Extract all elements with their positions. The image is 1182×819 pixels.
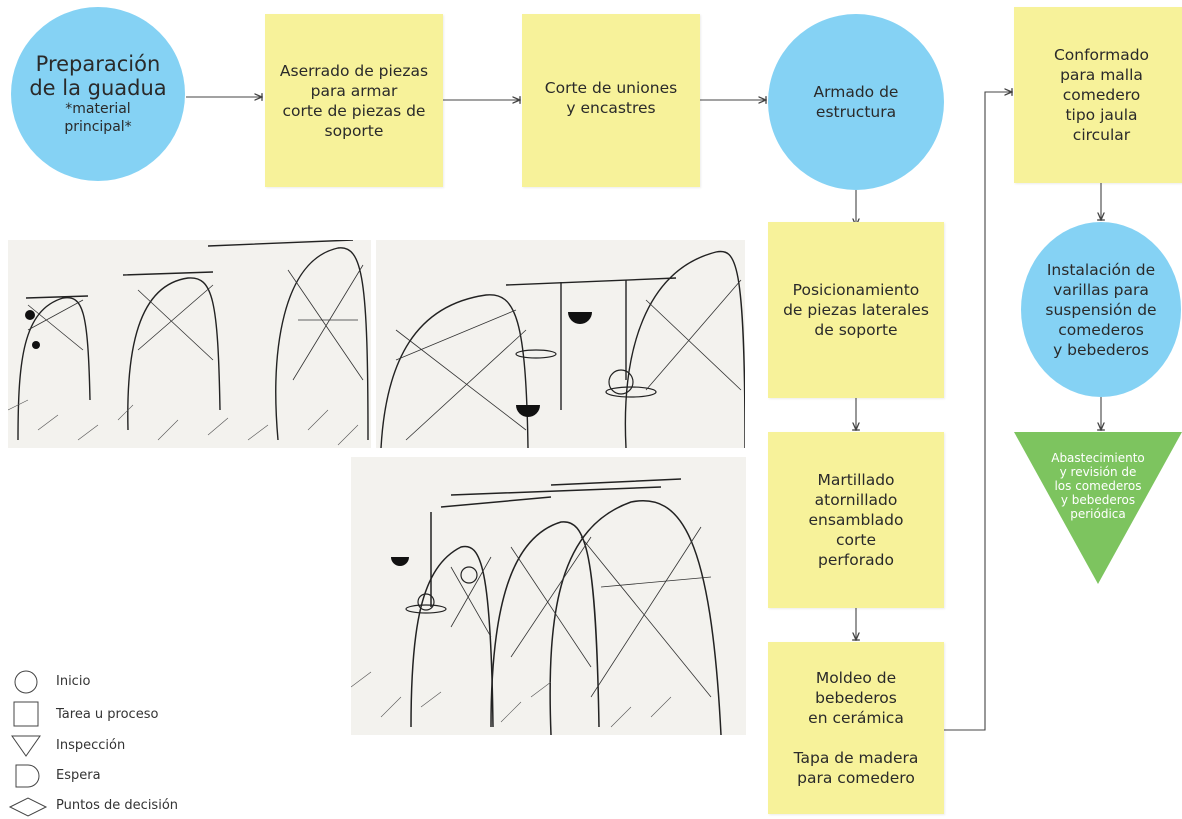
circle-icon	[14, 670, 38, 694]
legend-item-inicio	[8, 670, 44, 694]
node-hammer-label: Martillado atornillado ensamblado corte …	[808, 471, 904, 569]
node-start-title: Preparación de la guadua	[29, 52, 167, 100]
node-molding-label: Moldeo de bebederos en cerámica Tapa de …	[793, 669, 919, 787]
node-rods: Instalación de varillas para suspensión …	[1021, 222, 1181, 397]
node-assembly: Armado de estructura	[768, 14, 944, 190]
diamond-icon	[8, 797, 48, 817]
node-start: Preparación de la guadua *material princ…	[11, 7, 185, 181]
legend-label-inicio: Inicio	[56, 674, 91, 689]
legend-label-inspeccion: Inspección	[56, 738, 126, 753]
node-sawing-label: Aserrado de piezas para armar corte de p…	[279, 61, 429, 140]
sketch-feeder-structures-wide	[8, 240, 371, 448]
square-icon	[13, 701, 39, 727]
node-joints: Corte de uniones y encastres	[522, 14, 700, 187]
legend-label-tarea: Tarea u proceso	[56, 707, 159, 722]
node-lateral-label: Posicionamiento de piezas laterales de s…	[783, 281, 929, 339]
legend-label-espera: Espera	[56, 768, 101, 783]
node-rods-label: Instalación de varillas para suspensión …	[1045, 260, 1157, 359]
node-sawing: Aserrado de piezas para armar corte de p…	[265, 14, 443, 187]
node-molding: Moldeo de bebederos en cerámica Tapa de …	[768, 642, 944, 814]
legend-item-espera	[8, 764, 44, 788]
node-mesh: Conformado para malla comedero tipo jaul…	[1014, 7, 1182, 183]
delay-icon	[15, 764, 40, 788]
node-assembly-label: Armado de estructura	[813, 83, 899, 121]
node-inspection-label: Abastecimiento y revisión de los comeder…	[1051, 451, 1145, 521]
legend-label-decision: Puntos de decisión	[56, 798, 179, 813]
node-inspection-shape	[1014, 432, 1182, 584]
node-hammer: Martillado atornillado ensamblado corte …	[768, 432, 944, 608]
legend-item-tarea	[8, 701, 44, 727]
sketch-feeder-structures-perspective	[351, 457, 746, 735]
sketch-feeder-structures-close	[376, 240, 745, 448]
legend-item-inspeccion	[8, 734, 44, 758]
node-inspection: Abastecimiento y revisión de los comeder…	[1029, 446, 1167, 526]
legend-item-decision	[8, 795, 48, 819]
node-mesh-label: Conformado para malla comedero tipo jaul…	[1053, 46, 1150, 144]
node-joints-label: Corte de uniones y encastres	[544, 79, 678, 117]
connector-molding-mesh	[944, 92, 1012, 731]
triangle-icon	[11, 735, 41, 757]
node-lateral: Posicionamiento de piezas laterales de s…	[768, 222, 944, 398]
node-start-subtitle: *material principal*	[64, 101, 132, 135]
